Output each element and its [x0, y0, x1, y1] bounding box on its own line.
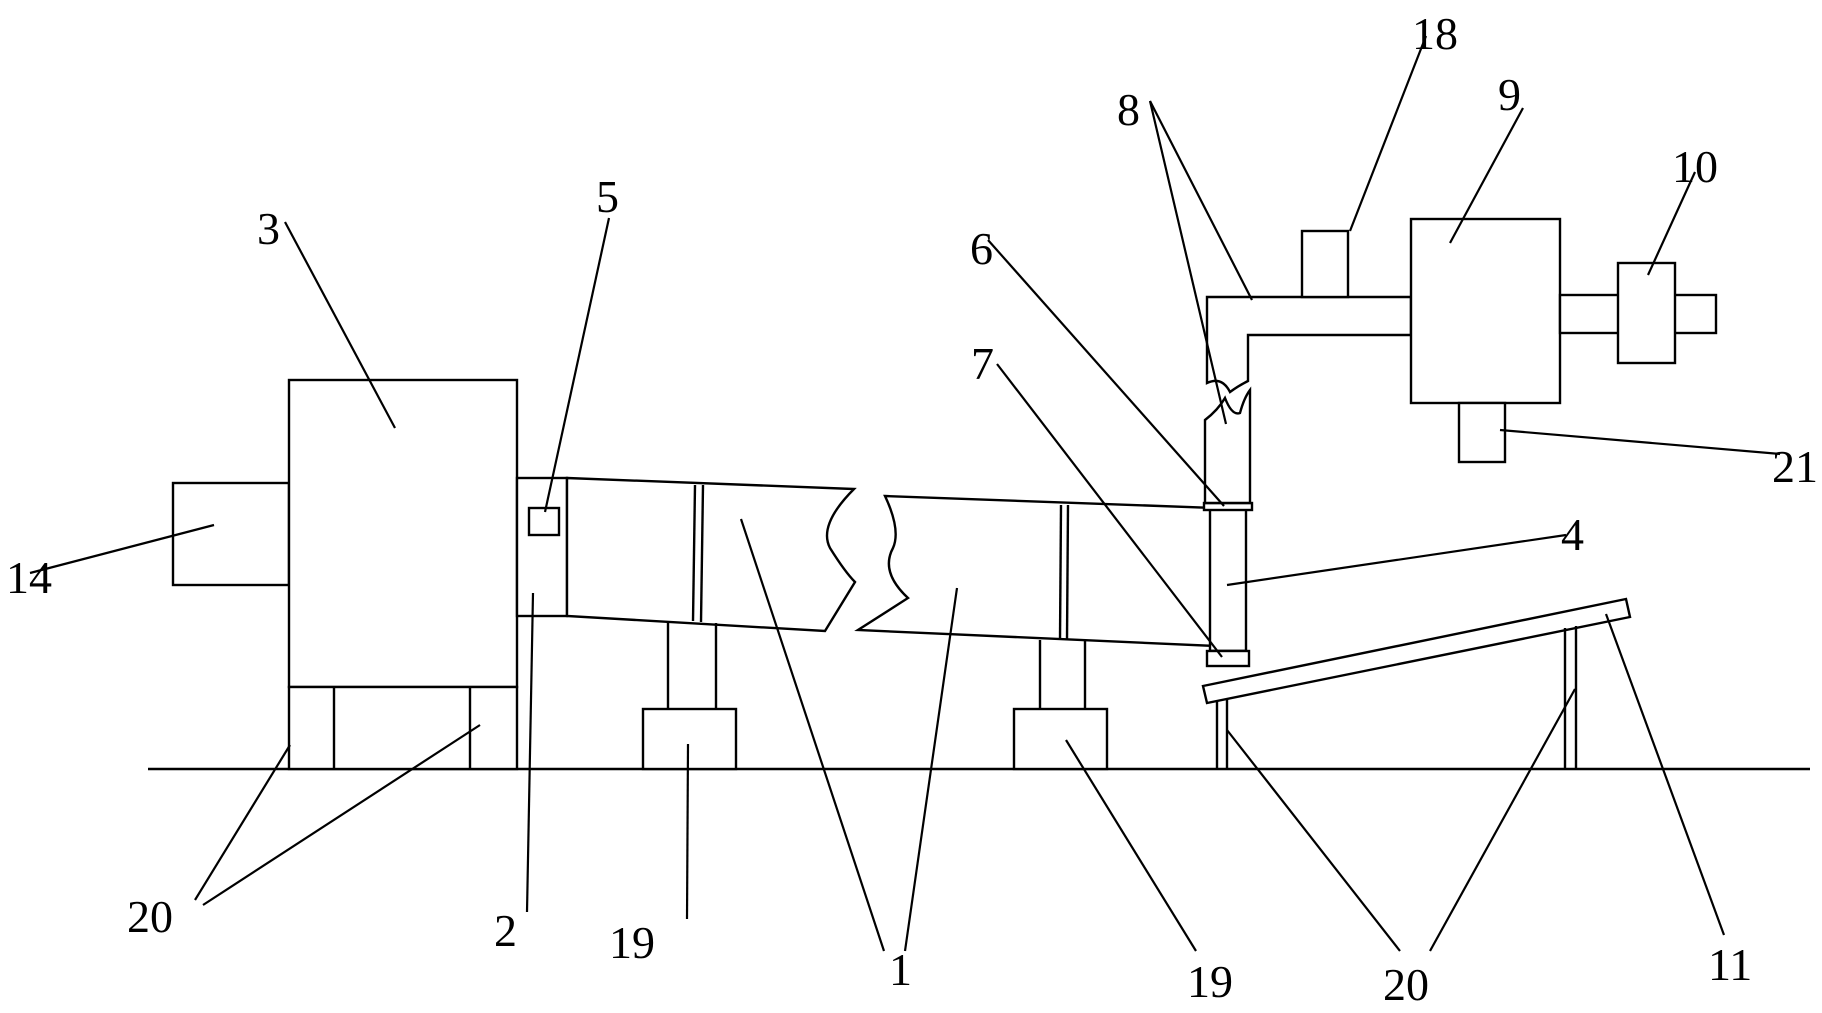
support-column-right	[1038, 640, 1087, 709]
part-3-main-box	[287, 378, 519, 689]
part-19-foundation-right	[1012, 707, 1109, 771]
label-19-left: 19	[609, 917, 655, 968]
part-18-top-fitting	[1300, 229, 1350, 299]
label-18: 18	[1412, 8, 1458, 59]
part-20-conveyor-legs	[1215, 626, 1578, 769]
label-20-right: 20	[1383, 959, 1429, 1010]
part-11-inclined-conveyor	[1201, 597, 1632, 705]
label-14: 14	[6, 552, 52, 603]
part-2-collar	[515, 476, 569, 618]
label-20-left: 20	[127, 891, 173, 942]
part-20-box-legs	[287, 685, 519, 771]
label-1: 1	[889, 944, 912, 995]
label-2: 2	[494, 905, 517, 956]
label-19-right: 19	[1187, 956, 1233, 1007]
label-21: 21	[1772, 441, 1818, 492]
part-21-bottom-fitting	[1457, 401, 1507, 464]
part-14-inlet-box	[171, 481, 291, 587]
part-4-discharge-housing	[1208, 506, 1248, 653]
part-10-valve	[1616, 261, 1677, 365]
part-1-drum-left	[565, 476, 857, 633]
part-9-large-box	[1409, 217, 1562, 405]
part-19-foundation-left	[641, 707, 738, 771]
label-8: 8	[1117, 84, 1140, 135]
part-5-sensor	[527, 506, 561, 537]
leader-lines	[29, 35, 1781, 952]
label-9: 9	[1498, 69, 1521, 120]
part-1-drum-right	[854, 494, 1217, 648]
part-labels: 14 3 5 2 1 19 19 20 20 11 6 7 8 18 9 10 …	[6, 8, 1818, 1010]
label-5: 5	[596, 171, 619, 222]
part-7-bottom-outlet	[1205, 649, 1251, 668]
label-11: 11	[1708, 939, 1752, 990]
part-8-pipe-upper	[1205, 295, 1413, 394]
label-3: 3	[257, 203, 280, 254]
label-4: 4	[1561, 509, 1584, 560]
label-10: 10	[1672, 141, 1718, 192]
label-7: 7	[971, 338, 994, 389]
label-6: 6	[970, 223, 993, 274]
part-8-pipe-lower	[1203, 386, 1252, 505]
support-column-left	[666, 622, 718, 709]
